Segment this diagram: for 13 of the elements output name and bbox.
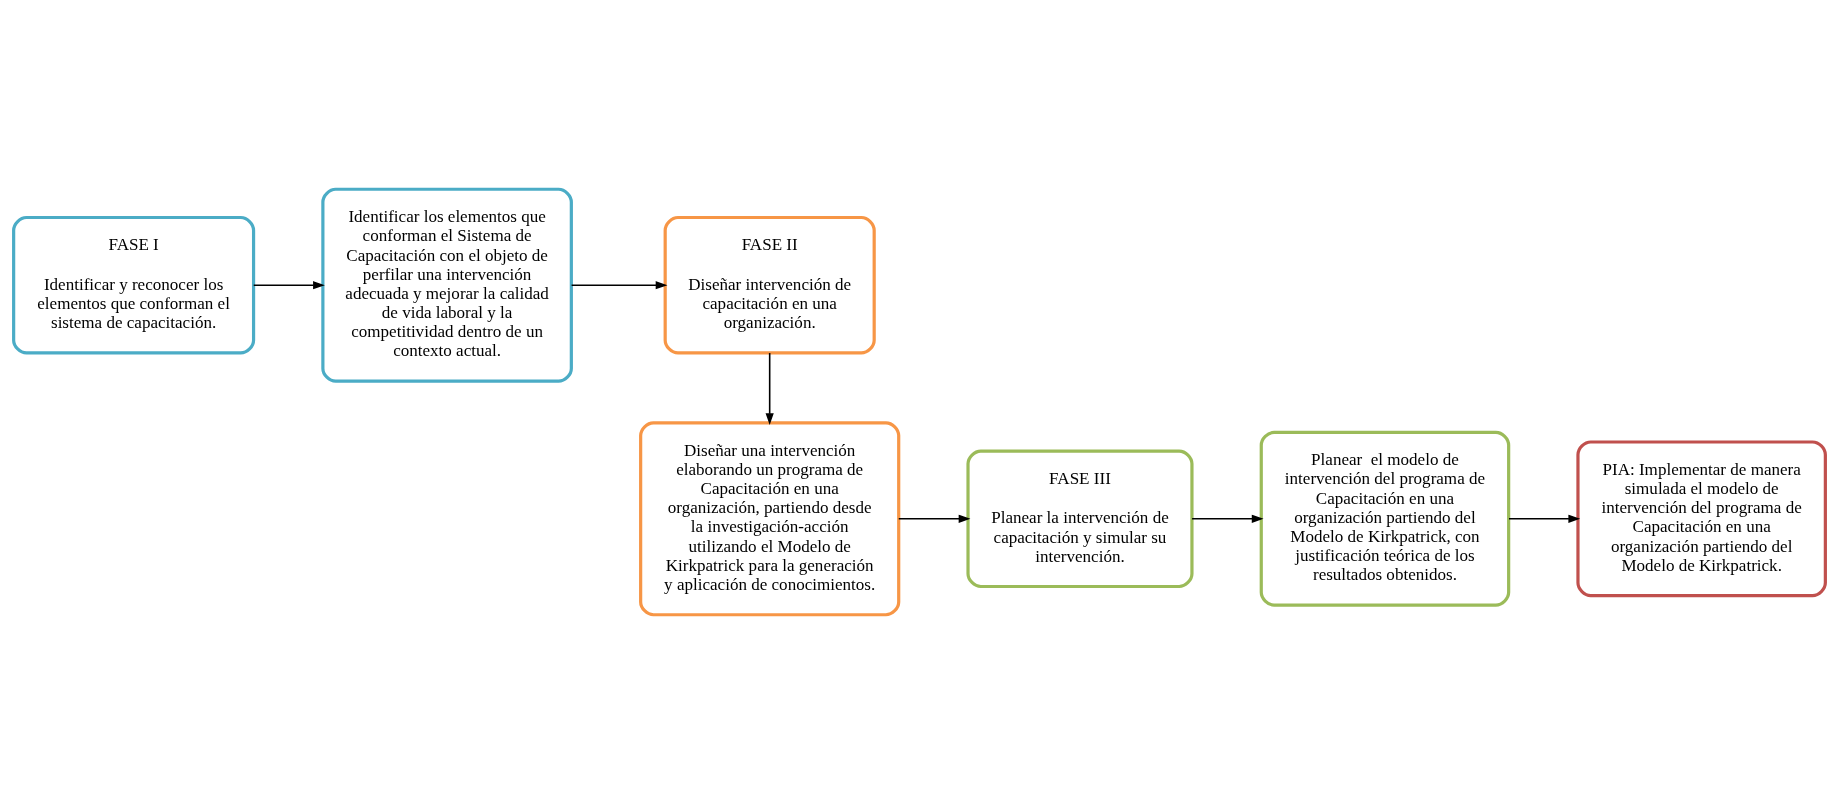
node-box: Identificar los elementos que conforman el Sistema de Capacitación con el objeto de perfilar una intervención adecuada y mejorar la calidad de vida laboral y la competitividad dentro de un contexto actual. bbox=[321, 187, 573, 383]
node-box: Diseñar una intervención elaborando un programa de Capacitación en una organización, partiendo desde la investigación-acción utilizando el Modelo de Kirkpatrick para la generación y aplicación de conocimientos. bbox=[639, 421, 901, 617]
node-box: PIA: Implementar de manera simulada el modelo de intervención del programa de Capacitación en una organización partiendo del Modelo de Kirkpatrick. bbox=[1576, 440, 1827, 598]
node-box: Planear el modelo de intervención del programa de Capacitación en una organización partiendo del Modelo de Kirkpatrick, con justificación teórica de los resultados obtenidos. bbox=[1259, 430, 1511, 607]
node-box: FASE II Diseñar intervención de capacitación en una organización. bbox=[663, 215, 876, 355]
arrow bbox=[1191, 514, 1264, 523]
node-box: FASE III Planear la intervención de capacitación y simular su intervención. bbox=[966, 449, 1194, 589]
arrow bbox=[252, 281, 325, 290]
arrow bbox=[1508, 514, 1581, 523]
arrow bbox=[897, 514, 971, 523]
arrow bbox=[570, 281, 668, 290]
arrow bbox=[765, 352, 774, 425]
node-box: FASE I Identificar y reconocer los elementos que conforman el sistema de capacitación. bbox=[12, 215, 256, 355]
